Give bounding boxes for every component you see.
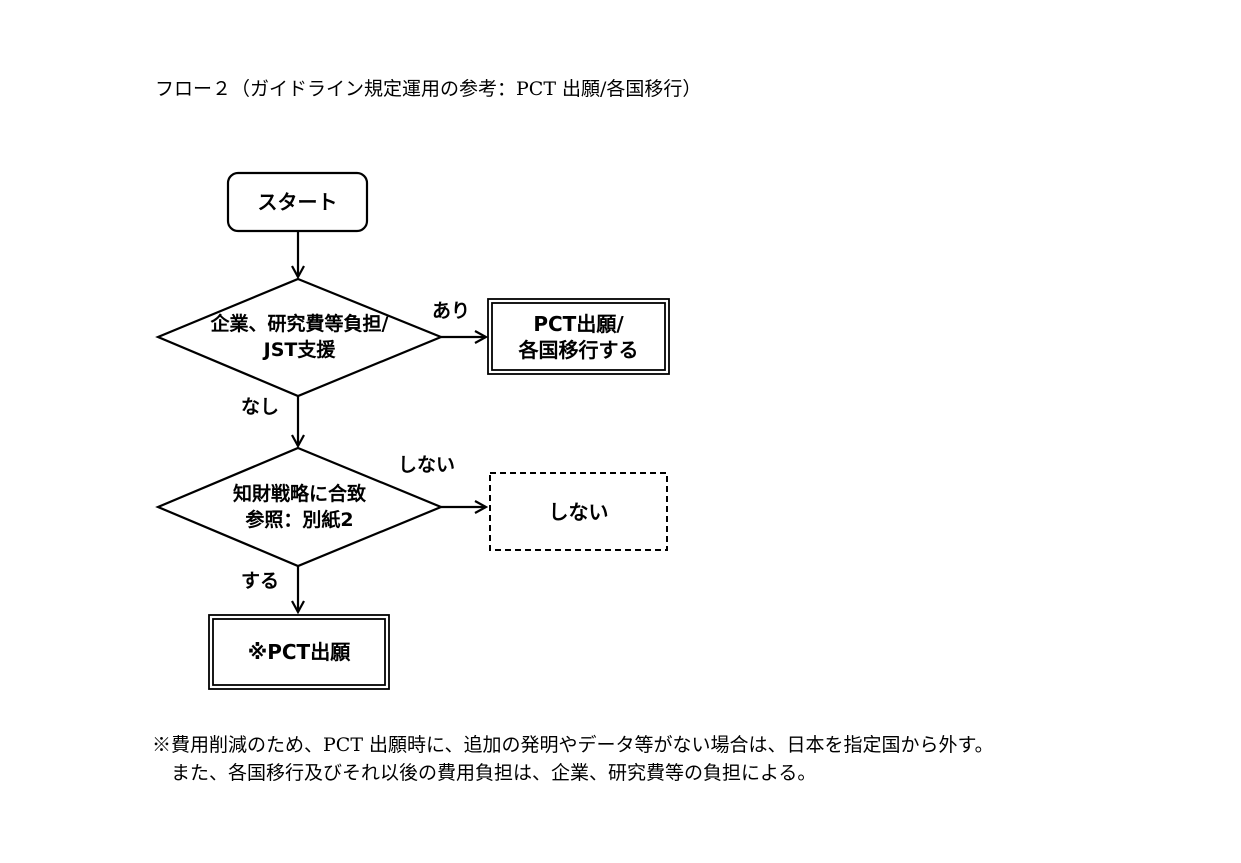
pct-national-box-outer xyxy=(487,298,670,375)
decision1-line1: 企業、研究費等負担/ xyxy=(210,313,389,335)
start-node: スタート xyxy=(228,173,367,231)
edge-label-d1-no: なし xyxy=(241,396,280,418)
start-node-label: スタート xyxy=(257,190,338,214)
no-action-box xyxy=(489,472,668,551)
pct-national-node: PCT出願/ 各国移行する xyxy=(488,299,669,374)
edge-label-d2-no: しない xyxy=(398,454,456,476)
pct-national-line1: PCT出願/ xyxy=(533,311,624,336)
pct-only-label: ※PCT出願 xyxy=(247,640,351,664)
decision2-node: 知財戦略に合致 参照：別紙2 xyxy=(158,478,441,536)
no-action-label: しない xyxy=(548,499,609,524)
decision1-line2: JST支援 xyxy=(263,339,336,361)
decision2-line2: 参照：別紙2 xyxy=(245,509,354,531)
decision2-line1: 知財戦略に合致 xyxy=(232,483,366,505)
no-action-node: しない xyxy=(490,473,667,550)
pct-only-box-inner xyxy=(212,618,386,686)
edge-label-d2-yes: する xyxy=(241,570,280,592)
decision1-node: 企業、研究費等負担/ JST支援 xyxy=(158,308,441,366)
footnote-line1: ※費用削減のため、PCT 出願時に、追加の発明やデータ等がない場合は、日本を指定… xyxy=(152,734,994,756)
edge-label-d1-yes: あり xyxy=(432,300,471,322)
pct-national-line2: 各国移行する xyxy=(518,337,639,362)
pct-national-box-inner xyxy=(491,302,666,371)
page-title: フロー２（ガイドライン規定運用の参考：PCT 出願/各国移行） xyxy=(155,78,702,100)
pct-only-box-outer xyxy=(208,614,390,690)
footnote-line2: また、各国移行及びそれ以後の費用負担は、企業、研究費等の負担による。 xyxy=(152,762,817,784)
pct-only-node: ※PCT出願 xyxy=(209,615,389,689)
